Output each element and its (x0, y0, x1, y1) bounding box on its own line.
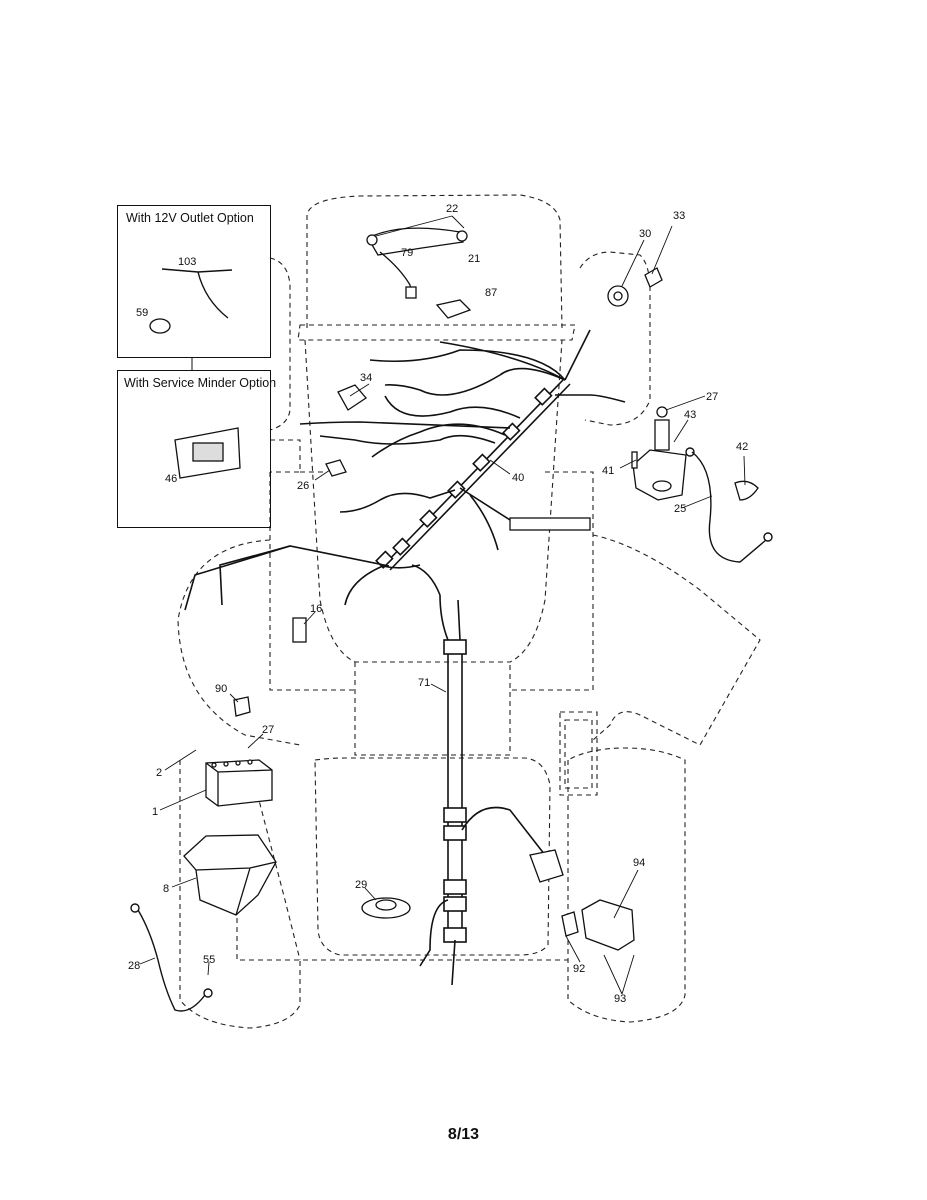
callout-30: 30 (639, 228, 651, 240)
callout-8: 8 (163, 883, 169, 895)
inset-12v-outlet-title: With 12V Outlet Option (126, 211, 254, 225)
callout-labels: 22 79 21 87 33 30 27 43 42 41 25 34 40 2… (128, 203, 748, 1005)
callout-90: 90 (215, 683, 227, 695)
callout-1: 1 (152, 806, 158, 818)
callout-33: 33 (673, 210, 685, 222)
callout-43: 43 (684, 409, 696, 421)
callout-79: 79 (401, 247, 413, 259)
callout-29: 29 (355, 879, 367, 891)
page-number: 8/13 (447, 1126, 480, 1143)
callout-21: 21 (468, 253, 480, 265)
ground-cables (130, 268, 773, 1012)
inset-service-minder-title: With Service Minder Option (124, 376, 277, 390)
callout-93: 93 (614, 993, 626, 1005)
callout-16: 16 (310, 603, 322, 615)
callout-94: 94 (633, 857, 645, 869)
callout-71: 71 (418, 677, 430, 689)
wiring-harness (184, 329, 626, 986)
callout-40: 40 (512, 472, 524, 484)
callout-41: 41 (602, 465, 614, 477)
callout-92: 92 (573, 963, 585, 975)
callout-87: 87 (485, 287, 497, 299)
inset-12v-outlet: With 12V Outlet Option (117, 205, 271, 358)
callout-28: 28 (128, 960, 140, 972)
callout-26: 26 (297, 480, 309, 492)
callout-46: 46 (165, 473, 177, 485)
callout-103: 103 (178, 256, 196, 268)
inset-service-minder: With Service Minder Option (117, 370, 276, 528)
tractor-outline (177, 194, 761, 1029)
callout-2: 2 (156, 767, 162, 779)
callout-22: 22 (446, 203, 458, 215)
callout-59: 59 (136, 307, 148, 319)
callout-25: 25 (674, 503, 686, 515)
components (149, 227, 759, 951)
callout-34: 34 (360, 372, 372, 384)
callout-27-upper: 27 (706, 391, 718, 403)
callout-55: 55 (203, 954, 215, 966)
callout-27-lower: 27 (262, 724, 274, 736)
callout-leaders (139, 215, 746, 995)
callout-42: 42 (736, 441, 748, 453)
